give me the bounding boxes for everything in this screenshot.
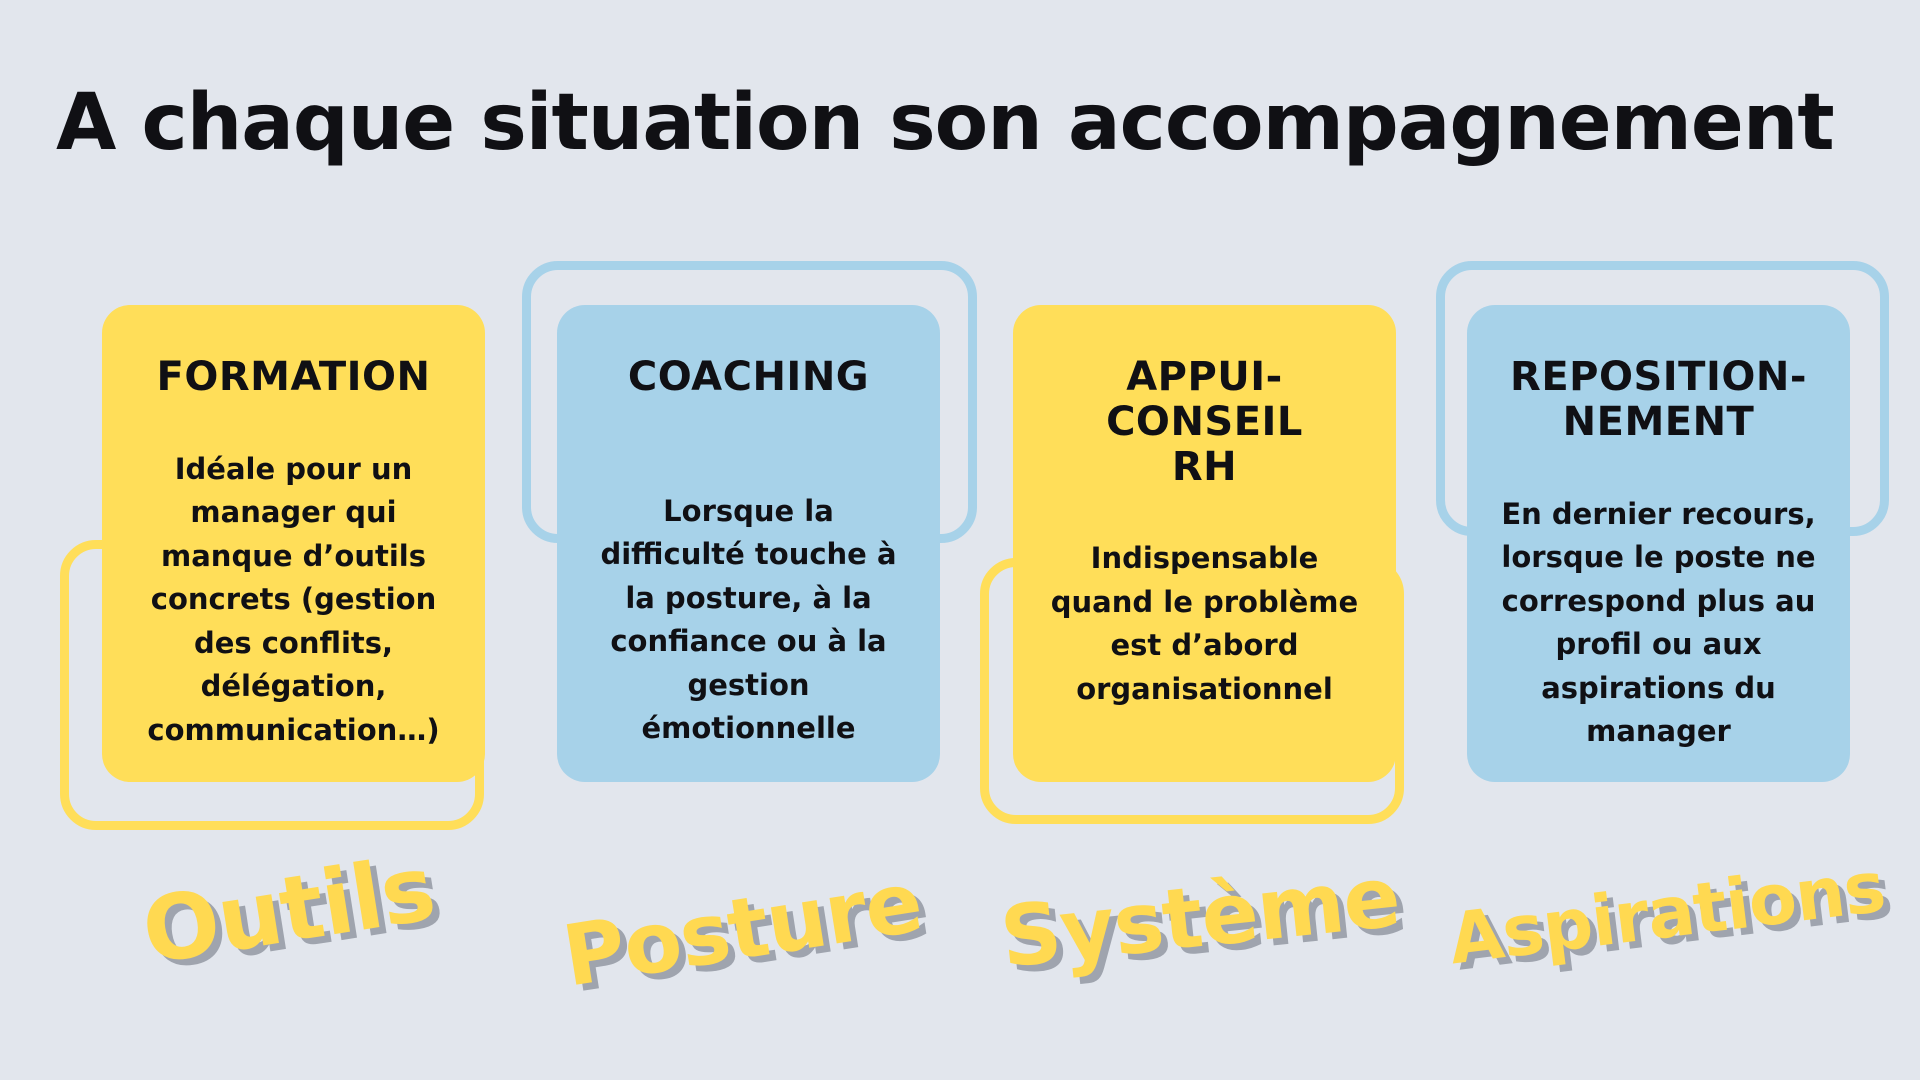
keyword-posture: Posture [556, 852, 929, 1006]
card-repositionnement-heading: REPOSITION- NEMENT [1510, 354, 1807, 445]
card-appui-conseil-body: Indispensable quand le problème est d’ab… [1050, 541, 1359, 706]
card-coaching: COACHING Lorsque la difficulté touche à … [557, 305, 940, 782]
card-formation-body: Idéale pour un manager qui manque d’outi… [147, 451, 440, 747]
card-appui-conseil-heading: APPUI-CONSEIL RH [1106, 354, 1303, 490]
card-formation-heading: FORMATION [156, 354, 431, 400]
card-repositionnement-body: En dernier recours, lorsque le poste ne … [1501, 496, 1816, 749]
card-formation: FORMATION Idéale pour un manager qui man… [102, 305, 485, 782]
card-appui-conseil-rh: APPUI-CONSEIL RH Indispensable quand le … [1013, 305, 1396, 782]
card-repositionnement: REPOSITION- NEMENT En dernier recours, l… [1467, 305, 1850, 782]
card-coaching-body: Lorsque la difficulté touche à la postur… [600, 493, 897, 746]
page-title: A chaque situation son accompagnement [56, 78, 1835, 168]
card-coaching-heading: COACHING [627, 354, 870, 400]
keyword-outils: Outils [135, 835, 442, 986]
keyword-systeme: Système [995, 847, 1404, 987]
keyword-aspirations: Aspirations [1444, 845, 1890, 981]
